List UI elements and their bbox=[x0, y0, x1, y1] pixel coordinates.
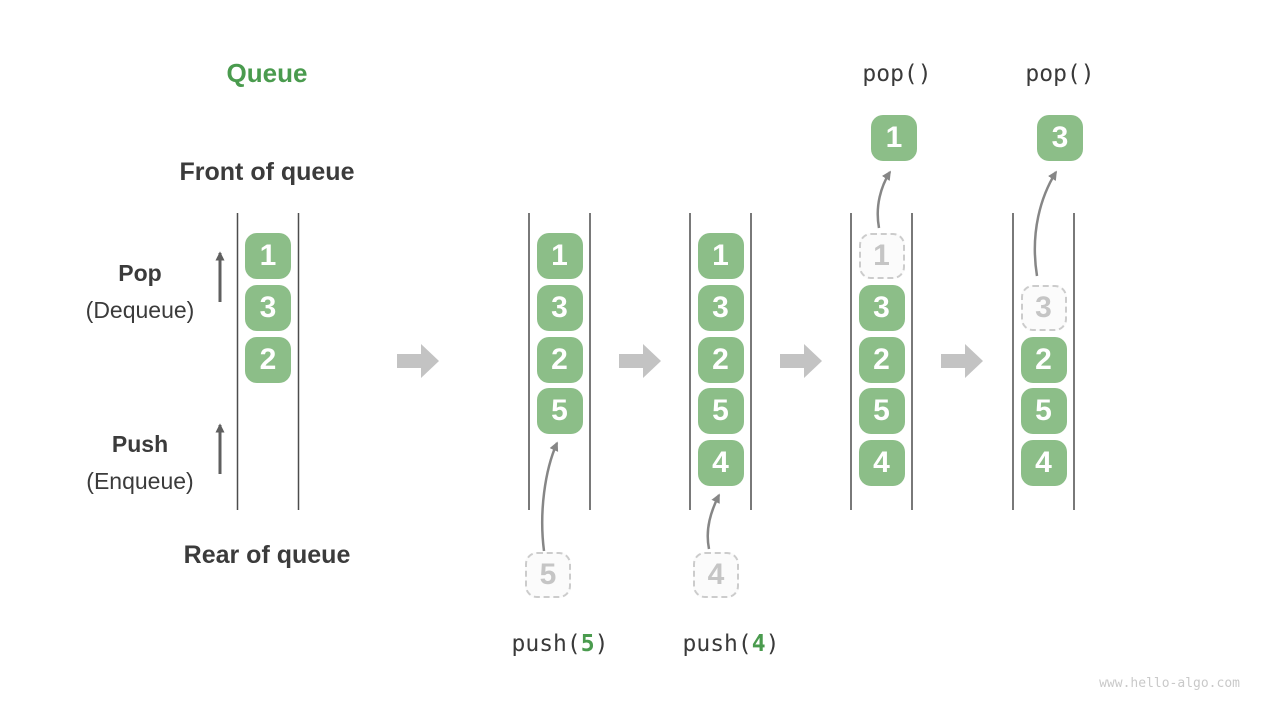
queue-cell: 2 bbox=[1020, 336, 1067, 383]
push-op-arg: 4 bbox=[751, 631, 766, 657]
enqueue-label: (Enqueue) bbox=[86, 468, 194, 494]
push-op-label: push(4) bbox=[683, 631, 780, 657]
queue-cell-ghost: 1 bbox=[858, 233, 905, 279]
pop-arrow bbox=[1033, 170, 1058, 277]
front-of-queue-label: Front of queue bbox=[179, 158, 355, 186]
queue-cell: 3 bbox=[858, 284, 905, 331]
transition-arrow-icon bbox=[941, 344, 983, 378]
push-op-label: push(5) bbox=[512, 631, 609, 657]
push-op-suffix: ) bbox=[594, 631, 609, 657]
pop-label: Pop bbox=[118, 260, 162, 286]
queue-walls bbox=[236, 213, 1075, 510]
queue-cell: 5 bbox=[858, 388, 905, 435]
push-ghost-cell: 5 bbox=[525, 552, 571, 598]
push-op-arg: 5 bbox=[580, 631, 595, 657]
push-op-suffix: ) bbox=[765, 631, 780, 657]
queue-cell: 2 bbox=[858, 336, 905, 383]
push-arrow bbox=[541, 441, 559, 552]
queue-cell: 2 bbox=[536, 336, 583, 383]
rear-of-queue-label: Rear of queue bbox=[183, 541, 351, 569]
pop-op-label: pop() bbox=[862, 61, 932, 87]
transition-arrow-icon bbox=[780, 344, 822, 378]
popped-cell: 1 bbox=[871, 115, 917, 161]
push-ghost-cell: 4 bbox=[693, 552, 739, 598]
queue-cell: 5 bbox=[697, 388, 744, 435]
page-title: Queue bbox=[226, 58, 308, 88]
dequeue-label: (Dequeue) bbox=[85, 297, 195, 323]
queue-cell: 1 bbox=[536, 233, 583, 279]
queue-cell-ghost: 3 bbox=[1020, 284, 1067, 331]
transition-arrow-icon bbox=[397, 344, 439, 378]
queue-cell: 3 bbox=[697, 284, 744, 331]
pop-arrow bbox=[876, 170, 892, 229]
queue-cell: 5 bbox=[1020, 388, 1067, 435]
push-label: Push bbox=[111, 431, 169, 457]
push-op-prefix: push( bbox=[511, 631, 581, 657]
queue-cell: 4 bbox=[858, 440, 905, 486]
queue-cell: 3 bbox=[536, 284, 583, 331]
queue-cell: 2 bbox=[697, 336, 744, 383]
queue-cell: 5 bbox=[536, 388, 583, 435]
transition-arrow-icon bbox=[619, 344, 661, 378]
pop-op-label: pop() bbox=[1025, 61, 1095, 87]
queue-cell: 1 bbox=[245, 233, 291, 279]
queue-cell: 4 bbox=[697, 440, 744, 486]
queue-cell: 2 bbox=[245, 336, 291, 383]
queue-cell: 3 bbox=[245, 284, 291, 331]
watermark: www.hello-algo.com bbox=[1099, 676, 1240, 691]
push-op-prefix: push( bbox=[682, 631, 752, 657]
push-arrow bbox=[706, 493, 721, 550]
queue-cell: 1 bbox=[697, 233, 744, 279]
popped-cell: 3 bbox=[1037, 115, 1083, 161]
queue-cell: 4 bbox=[1020, 440, 1067, 486]
